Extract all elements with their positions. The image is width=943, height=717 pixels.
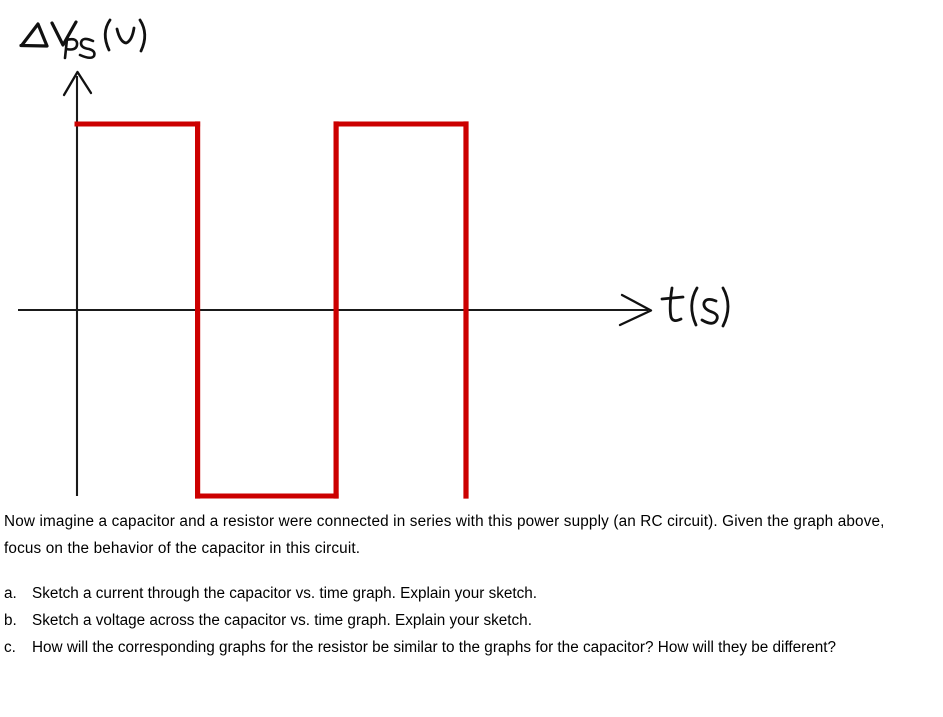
question-text-c: How will the corresponding graphs for th…: [32, 639, 837, 656]
question-text-a: Sketch a current through the capacitor v…: [32, 585, 538, 602]
y-axis-arrowhead: [62, 70, 93, 97]
question-text-block: Now imagine a capacitor and a resistor w…: [0, 508, 943, 661]
intro-paragraph: Now imagine a capacitor and a resistor w…: [4, 513, 885, 557]
x-axis-arrowhead: [618, 293, 653, 327]
question-marker-c: c.: [4, 639, 16, 656]
question-marker-b: b.: [4, 612, 17, 629]
waveform-figure: [18, 18, 730, 499]
question-text-b: Sketch a voltage across the capacitor vs…: [32, 612, 532, 629]
question-list: a. Sketch a current through the capacito…: [0, 580, 943, 661]
question-item-b: b. Sketch a voltage across the capacitor…: [0, 607, 943, 634]
question-item-c: c. How will the corresponding graphs for…: [0, 634, 943, 661]
question-item-a: a. Sketch a current through the capacito…: [0, 580, 943, 607]
y-axis-label: [19, 18, 147, 60]
question-marker-a: a.: [4, 585, 17, 602]
x-axis-label: [660, 286, 730, 328]
square-wave-chart: [18, 18, 730, 499]
